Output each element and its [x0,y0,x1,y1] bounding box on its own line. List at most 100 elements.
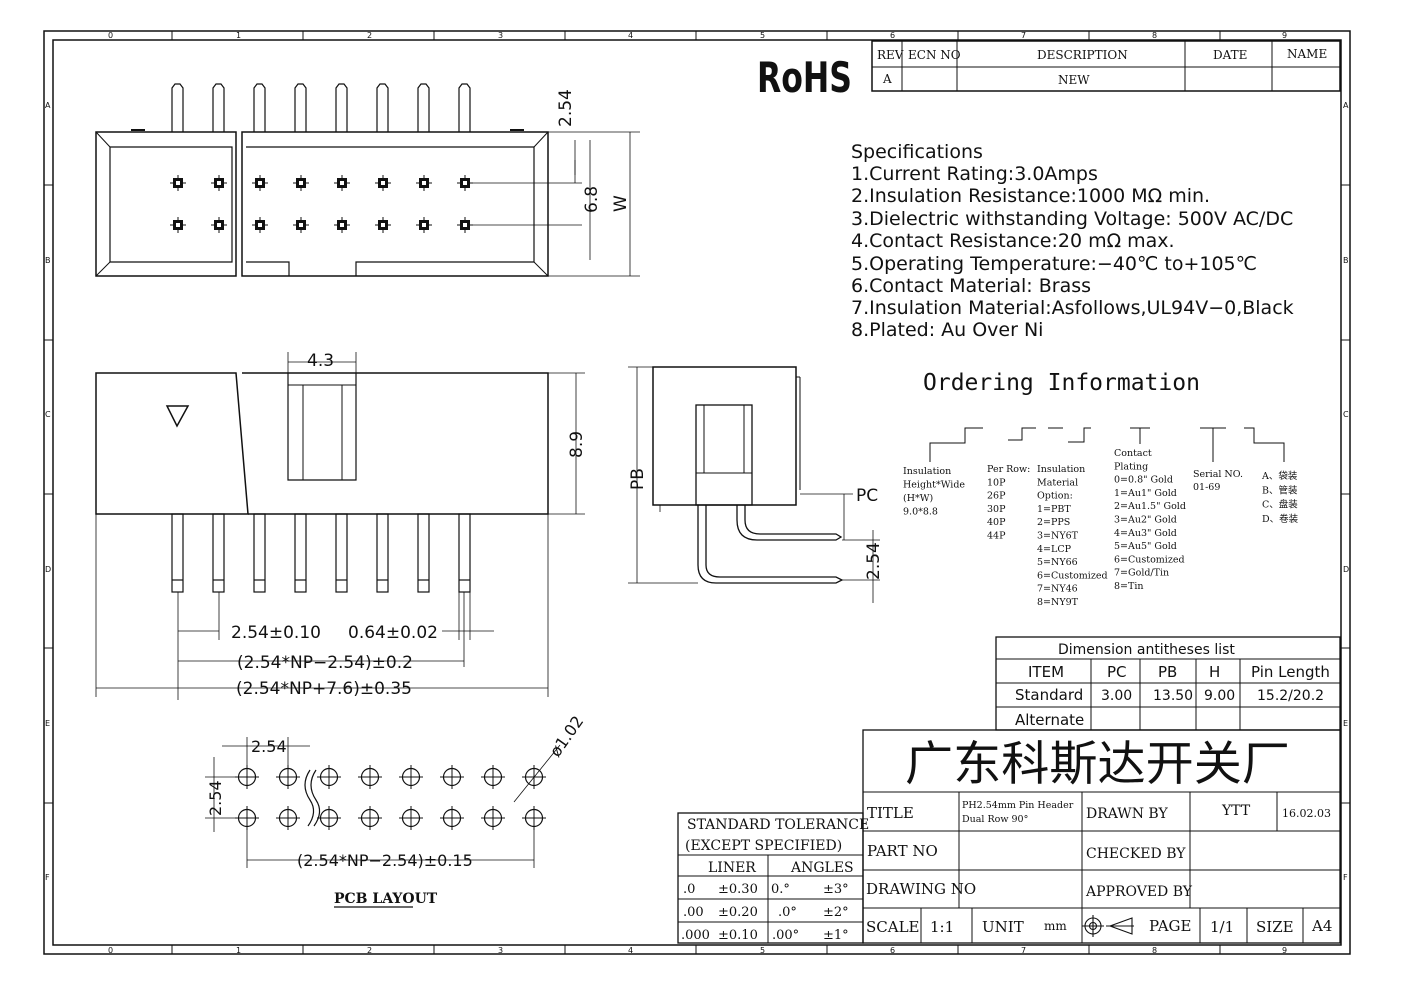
ordering-option-text: Option: [1037,491,1073,502]
tolerance-cell: .0 [683,882,695,897]
pin-square-icon [252,217,268,233]
ordering-option-text: 6=Customized [1114,554,1185,565]
spec-item-5: 5.Operating Temperature:−40℃ to+105℃ [851,253,1257,275]
spec-item-3: 3.Dielectric withstanding Voltage: 500V … [851,208,1293,230]
pcb-hole-icon [399,765,423,789]
unit-label: UNIT [982,918,1024,936]
pcb-dimension-lines [205,737,561,868]
top-view-dimension-lines [470,131,640,277]
rohs-mark: RoHS [757,53,852,102]
tolerance-cell: .00° [772,928,799,943]
dimension-table: Dimension antitheses list ITEM PC PB H P… [995,636,1341,731]
pin1-triangle-icon [165,405,190,428]
pin-square-icon [334,175,350,191]
side-view: PB PC 2.54 [628,366,884,603]
description-value: NEW [1058,73,1090,87]
ordering-option-text: 26P [987,491,1006,502]
ordering-option-text: 8=NY9T [1037,597,1079,608]
ordering-option-text: 1=PBT [1037,504,1071,515]
grid-col-7-bottom: 7 [1021,946,1026,955]
top-view-pin-tips [171,83,471,132]
grid-col-3: 3 [498,31,503,40]
grid-col-2-bottom: 2 [367,946,372,955]
ordering-option-text: 0=0.8" Gold [1114,475,1173,486]
grid-col-5: 5 [760,31,765,40]
ordering-option-text: Height*Wide [903,480,965,491]
grid-row-b: B [45,256,51,265]
grid-col-6: 6 [890,31,895,40]
dim-table-header-item: ITEM [1028,663,1064,681]
ordering-option-text: Material [1037,477,1078,488]
dim-table-title: Dimension antitheses list [1058,642,1235,658]
ordering-option-text: 30P [987,504,1006,515]
ordering-option-text: 10P [987,477,1006,488]
ordering-option-text: 4=LCP [1037,544,1072,555]
dim-width-w: W [611,195,631,212]
ordering-option-text: 40P [987,517,1006,528]
spec-item-6: 6.Contact Material: Brass [851,275,1091,297]
projection-symbol-icon [1082,915,1134,937]
dim-span-inner: (2.54*NP−2.54)±0.2 [237,653,413,673]
pcb-hole-icon [235,765,259,789]
pin-square-icon [416,217,432,233]
break-mark-2 [310,769,321,827]
front-view: 4.3 8.9 2.54±0.10 0.64±0.02 (2.54*NP−2.5… [95,351,587,700]
housing-outline-right [241,131,549,277]
pcb-hole-icon [317,765,341,789]
tolerance-cell: .0° [778,905,797,920]
pcb-hole-icon [317,806,341,830]
front-view-dimension-lines [95,352,585,700]
scale-label: SCALE [866,918,920,936]
grid-col-5-bottom: 5 [760,946,765,955]
grid-row-d: D [45,565,51,574]
ordering-option-text: 7=Gold/Tin [1114,568,1169,579]
side-pin-lower [697,505,844,584]
dim-table-header-pc: PC [1107,663,1127,681]
spec-item-7: 7.Insulation Material:Asfollows,UL94V−0,… [851,297,1294,319]
unit-value: mm [1044,919,1067,933]
ecn-header: ECN NO [908,48,961,62]
dim-table-cell: 15.2/20.2 [1257,688,1324,704]
pin-square-icon [170,175,186,191]
checked-by-label: CHECKED BY [1086,846,1186,862]
grid-col-2: 2 [367,31,372,40]
side-pin-cavity [695,404,753,506]
spec-item-4: 4.Contact Resistance:20 mΩ max. [851,230,1175,252]
drawing-no-label: DRAWING NO [866,880,976,898]
title-value-line1: PH2.54mm Pin Header [962,800,1074,811]
grid-row-a: A [45,101,51,110]
grid-row-d-right: D [1343,565,1349,574]
dim-table-cell: 13.50 [1153,688,1193,704]
title-block: 广东科斯达开关厂 TITLE PH2.54mm Pin Header Dual … [862,729,1341,944]
grid-col-4-bottom: 4 [628,946,633,955]
pin-square-icon [293,175,309,191]
description-header: DESCRIPTION [1037,48,1128,62]
pcb-hole-icon [399,806,423,830]
grid-col-9: 9 [1282,31,1287,40]
dim-side-pitch: 2.54 [864,542,884,580]
top-view-pin-grid [170,175,473,233]
pcb-hole-icon [235,806,259,830]
pcb-hole-icon [481,765,505,789]
side-view-dimension-lines [628,366,880,603]
housing-cavity-left [109,146,233,263]
ordering-option-text: 5=NY66 [1037,557,1078,568]
grid-col-7: 7 [1021,31,1026,40]
tolerance-block: STANDARD TOLERANCE (EXCEPT SPECIFIED) LI… [677,812,869,944]
side-housing [652,366,797,506]
grid-row-a-right: A [1343,101,1349,110]
ordering-option-text: 2=Au1.5" Gold [1114,501,1186,512]
title-label: TITLE [867,804,914,822]
date-header: DATE [1213,48,1247,62]
grid-col-0: 0 [108,31,113,40]
grid-col-1: 1 [236,31,241,40]
ordering-option-text: (H*W) [903,493,933,504]
ordering-title: Ordering Information [923,370,1200,396]
front-housing-left [95,372,249,515]
tolerance-angles: ANGLES [790,860,854,876]
drawn-by-value: YTT [1221,803,1251,819]
ordering-option-text: Plating [1114,461,1148,472]
approved-by-label: APPROVED BY [1085,884,1193,900]
